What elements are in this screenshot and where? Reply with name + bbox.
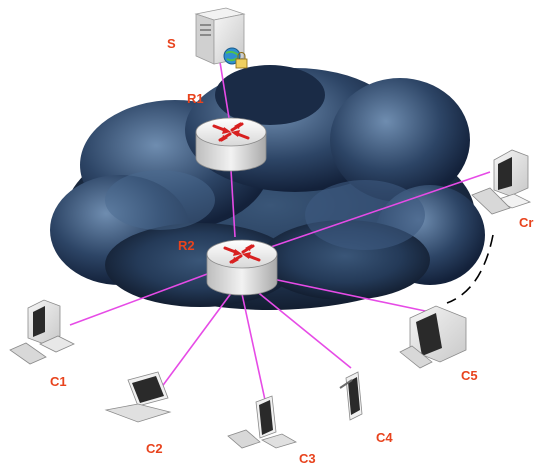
client-r-label: Cr [519, 215, 533, 230]
link-r2-c5 [267, 277, 431, 313]
server-icon [194, 7, 248, 69]
link-r2-c2 [157, 291, 233, 393]
client5-label: C5 [461, 368, 478, 383]
wireless-link-cr-c5 [446, 234, 494, 304]
client4-label: C4 [376, 430, 393, 445]
link-s-r1 [219, 61, 230, 119]
link-r2-c4 [254, 289, 352, 369]
links [69, 61, 491, 401]
router-icon [206, 239, 278, 296]
link-r2-cr [261, 171, 491, 251]
desktop-computer-icon [9, 299, 75, 365]
phone-icon [339, 371, 363, 421]
router2-label: R2 [178, 238, 195, 253]
monitor-icon [399, 305, 467, 369]
client1-label: C1 [50, 374, 67, 389]
tablet-icon [227, 395, 298, 449]
laptop-icon [104, 371, 172, 423]
client2-label: C2 [146, 441, 163, 456]
link-r2-c3 [241, 293, 266, 401]
router1-label: R1 [187, 91, 204, 106]
desktop-computer-icon [471, 149, 532, 215]
link-r2-c1 [69, 269, 219, 326]
client3-label: C3 [299, 451, 316, 465]
link-r1-r2 [230, 169, 236, 238]
server-label: S [167, 36, 176, 51]
router-icon [195, 117, 267, 172]
